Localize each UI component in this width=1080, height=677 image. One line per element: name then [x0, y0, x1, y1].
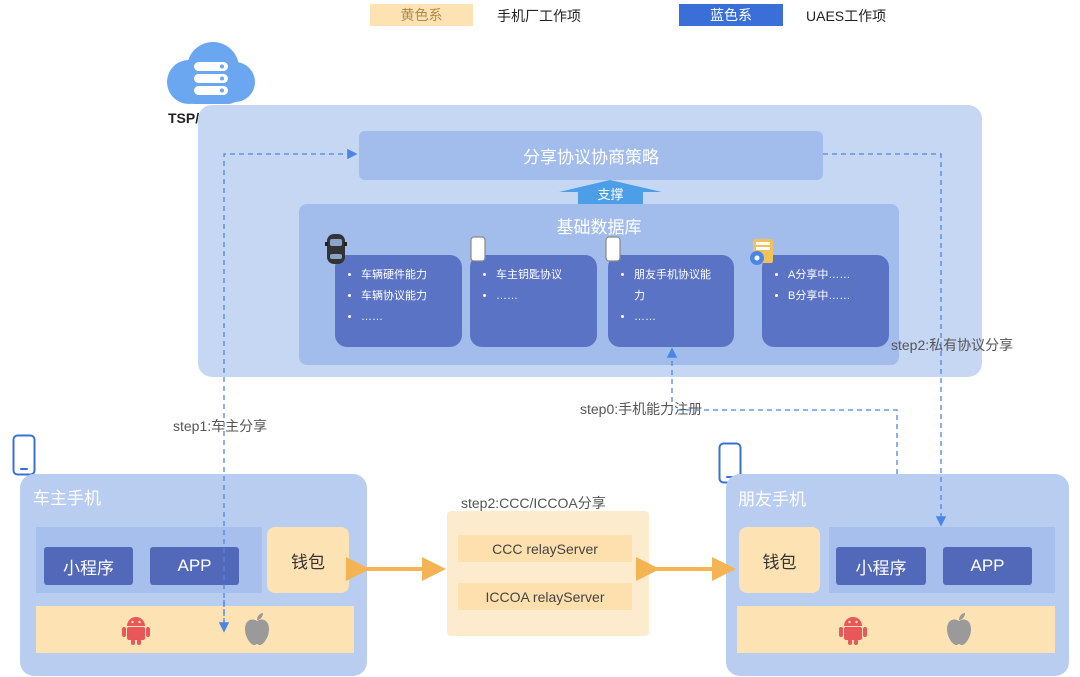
- android-icon: [121, 614, 151, 646]
- ccc-relay-server: CCC relayServer: [458, 535, 632, 562]
- list-item: ……: [496, 286, 589, 307]
- card-owner-key: 车主钥匙协议 ……: [470, 255, 597, 347]
- apple-icon: [945, 612, 973, 646]
- owner-mini-program-button[interactable]: 小程序: [44, 547, 133, 585]
- card-sharing-status: A分享中…… B分享中……: [762, 255, 889, 347]
- phone-icon: [12, 434, 36, 476]
- document-gear-icon: [749, 238, 775, 266]
- step0-label: step0:手机能力注册: [580, 401, 703, 417]
- phone-icon: [605, 236, 621, 262]
- relay-panel: [447, 511, 649, 636]
- friend-phone-title: 朋友手机: [738, 490, 806, 509]
- legend-yellow-label: 黄色系: [400, 7, 443, 23]
- car-icon: [325, 232, 347, 266]
- friend-app-button[interactable]: APP: [943, 547, 1032, 585]
- card-list: A分享中…… B分享中……: [776, 265, 881, 307]
- list-item: ……: [361, 307, 454, 328]
- support-label: 支撑: [597, 187, 624, 202]
- step1-label: step1:车主分享: [173, 418, 268, 434]
- db-title: 基础数据库: [556, 218, 642, 237]
- card-list: 朋友手机协议能力 ……: [622, 265, 726, 328]
- strategy-label: 分享协议协商策略: [523, 148, 659, 167]
- strategy-bar: 分享协议协商策略: [359, 131, 823, 180]
- list-item: 车主钥匙协议: [496, 265, 589, 286]
- card-list: 车辆硬件能力 车辆协议能力 ……: [349, 265, 454, 328]
- step2-private-label: step2:私有协议分享: [891, 337, 1014, 353]
- card-friend-phone: 朋友手机协议能力 ……: [608, 255, 734, 347]
- list-item: ……: [634, 307, 726, 328]
- list-item: 车辆硬件能力: [361, 265, 454, 286]
- list-item: 车辆协议能力: [361, 286, 454, 307]
- android-icon: [838, 614, 868, 646]
- support-arrow: [559, 180, 662, 204]
- phone-icon: [470, 236, 486, 262]
- friend-os-bar: [737, 606, 1055, 653]
- legend-blue-desc: UAES工作项: [806, 8, 887, 24]
- apple-icon: [243, 612, 271, 646]
- friend-mini-program-button[interactable]: 小程序: [836, 547, 926, 585]
- list-item: A分享中……: [788, 265, 881, 286]
- card-vehicle-capability: 车辆硬件能力 车辆协议能力 ……: [335, 255, 462, 347]
- owner-os-bar: [36, 606, 354, 653]
- list-item: B分享中……: [788, 286, 881, 307]
- iccoa-relay-server: ICCOA relayServer: [458, 583, 632, 610]
- legend-blue-swatch: 蓝色系: [679, 4, 783, 26]
- legend-yellow-desc: 手机厂工作项: [497, 8, 581, 24]
- legend-yellow-swatch: 黄色系: [370, 4, 473, 26]
- list-item: 朋友手机协议能力: [634, 265, 714, 307]
- card-list: 车主钥匙协议 ……: [484, 265, 589, 307]
- step2-ccc-label: step2:CCC/ICCOA分享: [461, 495, 606, 511]
- owner-app-button[interactable]: APP: [150, 547, 239, 585]
- cloud-server-icon: [161, 40, 259, 108]
- legend-blue-label: 蓝色系: [710, 7, 752, 23]
- friend-wallet-button[interactable]: 钱包: [739, 527, 820, 593]
- owner-wallet-button[interactable]: 钱包: [267, 527, 349, 593]
- owner-phone-title: 车主手机: [33, 489, 101, 508]
